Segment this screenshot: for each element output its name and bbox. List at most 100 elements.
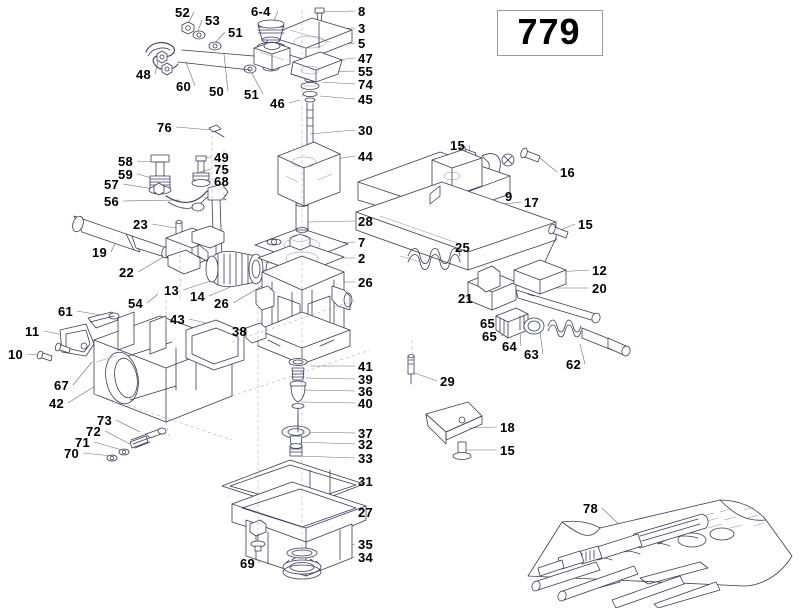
callout-number: 35 (358, 537, 374, 552)
leader-line (309, 129, 356, 135)
callout-number: 25 (455, 240, 471, 255)
callout-number: 15 (450, 138, 466, 153)
leader-line (122, 199, 181, 202)
callout-number: 7 (358, 235, 366, 250)
callout-number: 58 (118, 154, 134, 169)
leader-line (199, 168, 212, 173)
callout-number: 72 (86, 424, 102, 439)
callout-number: 15 (500, 443, 516, 458)
page-title: 779 (517, 11, 581, 52)
bracket-18-group (425, 401, 483, 460)
left-tube-group (72, 215, 225, 275)
callout-number: 30 (358, 123, 374, 138)
callout-number: 15 (578, 217, 594, 232)
callout-number: 54 (128, 296, 144, 311)
callout-number: 53 (205, 13, 221, 28)
callout-number: 29 (440, 374, 456, 389)
tool-kit-group (527, 499, 793, 608)
callout-number: 41 (358, 359, 374, 374)
callout-number: 60 (176, 79, 192, 94)
callout-number: 17 (524, 195, 540, 210)
callout-number: 74 (358, 77, 374, 92)
top-cover-group (256, 7, 353, 156)
callout-number: 36 (358, 384, 374, 399)
throttle-shaft-group (407, 248, 631, 385)
callout-number: 12 (592, 263, 608, 278)
callout-number: 44 (358, 149, 374, 164)
leader-line (307, 220, 356, 223)
callout-number: 47 (358, 51, 374, 66)
leader-line (288, 99, 301, 104)
leader-line (232, 285, 263, 304)
callout-number: 70 (64, 446, 80, 461)
callout-number: 18 (500, 420, 516, 435)
callout-number: 10 (8, 347, 24, 362)
leader-line (104, 430, 131, 445)
top-left-hardware-group (145, 21, 291, 76)
leader-line (175, 126, 213, 131)
callout-number: 42 (49, 396, 65, 411)
leader-line (72, 361, 93, 386)
callout-number: 75 (214, 162, 230, 177)
callout-number: 71 (75, 435, 91, 450)
leader-line (319, 95, 356, 100)
leader-line (579, 343, 586, 365)
callout-number: 21 (458, 291, 474, 306)
callout-number: 43 (170, 312, 186, 327)
callout-number: 64 (502, 339, 518, 354)
callout-number: 39 (358, 372, 374, 387)
callout-number: 19 (92, 245, 108, 260)
leader-line (136, 173, 153, 179)
callout-number: 26 (358, 275, 374, 290)
callout-number: 40 (358, 396, 374, 411)
callout-number: 23 (133, 217, 149, 232)
leader-line (467, 426, 498, 429)
callout-number: 34 (358, 550, 374, 565)
leader-line (539, 157, 558, 173)
callout-number: 3 (358, 21, 366, 36)
callout-number: 51 (228, 25, 244, 40)
callout-number: 50 (209, 84, 225, 99)
callout-number: 11 (25, 324, 40, 339)
callout-number: 9 (505, 189, 513, 204)
leader-line (223, 53, 229, 92)
leader-line (185, 61, 196, 87)
leader-line (519, 331, 522, 347)
callout-number: 52 (175, 5, 191, 20)
callout-number: 33 (358, 451, 374, 466)
leader-line (303, 389, 356, 392)
callout-number: 63 (524, 347, 540, 362)
callout-number: 51 (244, 87, 260, 102)
leader-line (305, 377, 356, 380)
callout-number: 37 (358, 426, 374, 441)
leader-line (318, 10, 356, 13)
callout-number: 56 (104, 194, 120, 209)
callout-number: 28 (358, 214, 374, 229)
callout-number: 61 (58, 304, 74, 319)
callout-number: 45 (358, 92, 374, 107)
callout-number: 5 (358, 36, 366, 51)
callout-number: 13 (164, 283, 180, 298)
title-box (497, 10, 603, 56)
leader-line (539, 331, 544, 355)
callout-number: 22 (119, 265, 135, 280)
callout-number: 76 (157, 120, 173, 135)
carburetor-body-group (245, 141, 353, 365)
callout-number: 46 (270, 96, 286, 111)
callout-number: 38 (232, 324, 248, 339)
leader-line (82, 452, 113, 457)
callout-number: 62 (566, 357, 582, 372)
callout-number: 48 (136, 67, 152, 82)
callout-number: 68 (214, 174, 230, 189)
leader-line (301, 401, 356, 404)
left-bracket-group (148, 124, 229, 261)
callout-number: 65 (482, 329, 498, 344)
callout-number: 55 (358, 64, 374, 79)
leader-line (151, 223, 177, 229)
construction-lines (93, 10, 413, 560)
callout-number: 2 (358, 251, 366, 266)
callout-number: 27 (358, 505, 374, 520)
callout-number: 59 (118, 167, 134, 182)
